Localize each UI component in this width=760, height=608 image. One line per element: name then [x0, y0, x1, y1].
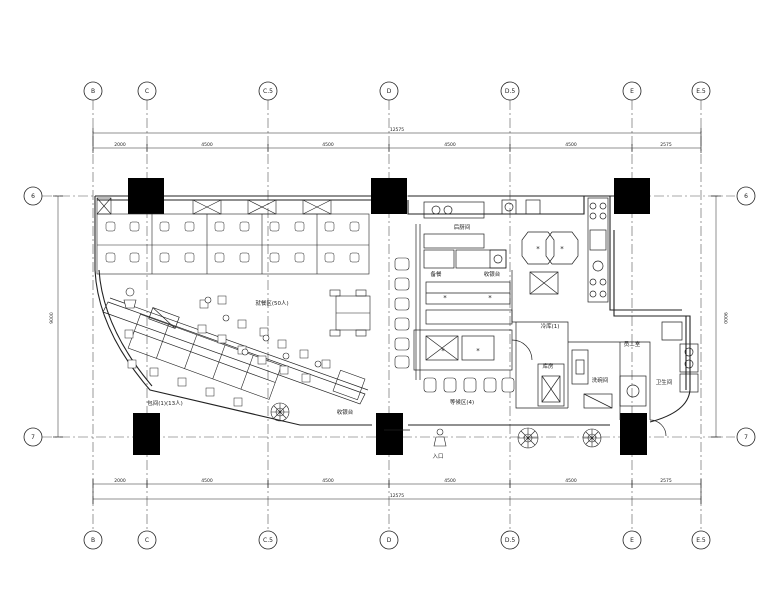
- grid-label-d5-top: D.5: [505, 88, 516, 95]
- svg-text:*: *: [443, 294, 447, 302]
- column-c7: [133, 413, 160, 455]
- dim-total-bottom: 12575: [390, 493, 404, 499]
- label-counter: 收银台: [484, 270, 501, 278]
- grid-bubble-c-top: [137, 81, 157, 101]
- dim-top-5: 4500: [565, 142, 577, 148]
- kitchen-area: [413, 197, 609, 409]
- grid-bubble-b-top: [83, 81, 103, 101]
- svg-text:*: *: [488, 294, 492, 302]
- dim-left-depth: 9000: [49, 312, 55, 324]
- grid-label-c5-bottom: C.5: [263, 537, 273, 544]
- grid-label-7-right: 7: [744, 434, 748, 441]
- grid-bubbles-side: [23, 186, 756, 447]
- dim-bottom-6: 2575: [660, 478, 672, 484]
- dining-tables-lower: [127, 313, 282, 400]
- structural-columns: [128, 178, 650, 455]
- dim-top-2: 4500: [201, 142, 213, 148]
- label-kitchen: 后厨间: [454, 223, 471, 231]
- grid-bubbles-bottom: [83, 530, 711, 550]
- grid-label-7-left: 7: [31, 434, 35, 441]
- svg-text:*: *: [476, 347, 480, 355]
- dining-chairs-lower: [124, 295, 331, 407]
- dining-tables-square: [329, 289, 371, 401]
- label-dining-area: 就餐区(50人): [255, 299, 288, 307]
- booth-row-top: [96, 197, 370, 275]
- dim-total-top: 12575: [390, 127, 404, 133]
- grid-label-e5-top: E.5: [696, 88, 706, 95]
- grid-label-6-left: 6: [31, 193, 35, 200]
- grid-bubble-d5-top: [500, 81, 520, 101]
- dim-top-3: 4500: [322, 142, 334, 148]
- plant-icon-entrance-1: [517, 427, 539, 449]
- dim-top-6: 2575: [660, 142, 672, 148]
- dim-bottom-4: 4500: [444, 478, 456, 484]
- dim-bottom-1: 2000: [114, 478, 126, 484]
- grid-label-d-top: D: [387, 88, 392, 95]
- plant-icon-entrance-2: [582, 428, 602, 448]
- dim-bottom-3: 4500: [322, 478, 334, 484]
- label-prep: 备餐: [430, 270, 442, 278]
- plant-icon-dining: [270, 402, 290, 422]
- grid-lines: [42, 100, 735, 530]
- grid-label-e5-bottom: E.5: [696, 537, 706, 544]
- grid-label-e-bottom: E: [630, 537, 634, 544]
- booth-chairs-top: [105, 221, 360, 263]
- grid-bubble-e-top: [622, 81, 642, 101]
- diagonal-counter: [102, 297, 369, 405]
- label-fridge-room: 冷库(1): [541, 322, 560, 330]
- label-cashier: 收银台: [337, 408, 354, 416]
- label-entrance-seating: 等候区(4): [450, 398, 474, 406]
- dim-bottom-2: 4500: [201, 478, 213, 484]
- label-storage: 库房: [542, 362, 554, 370]
- label-staff-room: 员工室: [624, 340, 641, 348]
- grid-label-c5-top: C.5: [263, 88, 273, 95]
- grid-bubble-c5-top: [258, 81, 278, 101]
- grid-bubbles-top: [83, 81, 711, 101]
- dim-top-1: 2000: [114, 142, 126, 148]
- dim-right-depth: 9000: [722, 312, 728, 324]
- dimension-lines: [53, 128, 721, 504]
- people-figures: [123, 287, 447, 447]
- column-d6: [371, 178, 407, 214]
- dim-bottom-5: 4500: [565, 478, 577, 484]
- column-c6: [128, 178, 164, 214]
- grid-bubble-d-top: [379, 81, 399, 101]
- bar-stools: [394, 257, 515, 393]
- label-private-dining: 包间(1)(13人): [147, 399, 183, 407]
- grid-label-d-bottom: D: [387, 537, 392, 544]
- grid-label-c-bottom: C: [145, 537, 149, 544]
- label-washroom: 洗碗间: [592, 376, 609, 384]
- svg-text:*: *: [536, 245, 540, 253]
- grid-label-6-right: 6: [744, 193, 748, 200]
- service-rooms: [384, 321, 699, 437]
- dim-top-4: 4500: [444, 142, 456, 148]
- grid-label-d5-bottom: D.5: [505, 537, 516, 544]
- column-e6: [614, 178, 650, 214]
- exterior-walls: [94, 195, 691, 426]
- svg-text:*: *: [560, 245, 564, 253]
- column-e7: [620, 413, 647, 455]
- plant-icons: [270, 402, 602, 449]
- svg-text:*: *: [441, 347, 445, 355]
- grid-label-c-top: C: [145, 88, 149, 95]
- grid-label-b-bottom: B: [91, 537, 95, 544]
- grid-bubble-e5-top: [691, 81, 711, 101]
- label-entrance: 入口: [432, 453, 443, 460]
- grid-label-e-top: E: [630, 88, 634, 95]
- kitchen-stars: * * * * * *: [441, 245, 564, 355]
- label-toilet: 卫生间: [656, 378, 673, 386]
- column-d7: [376, 413, 403, 455]
- grid-label-b-top: B: [91, 88, 95, 95]
